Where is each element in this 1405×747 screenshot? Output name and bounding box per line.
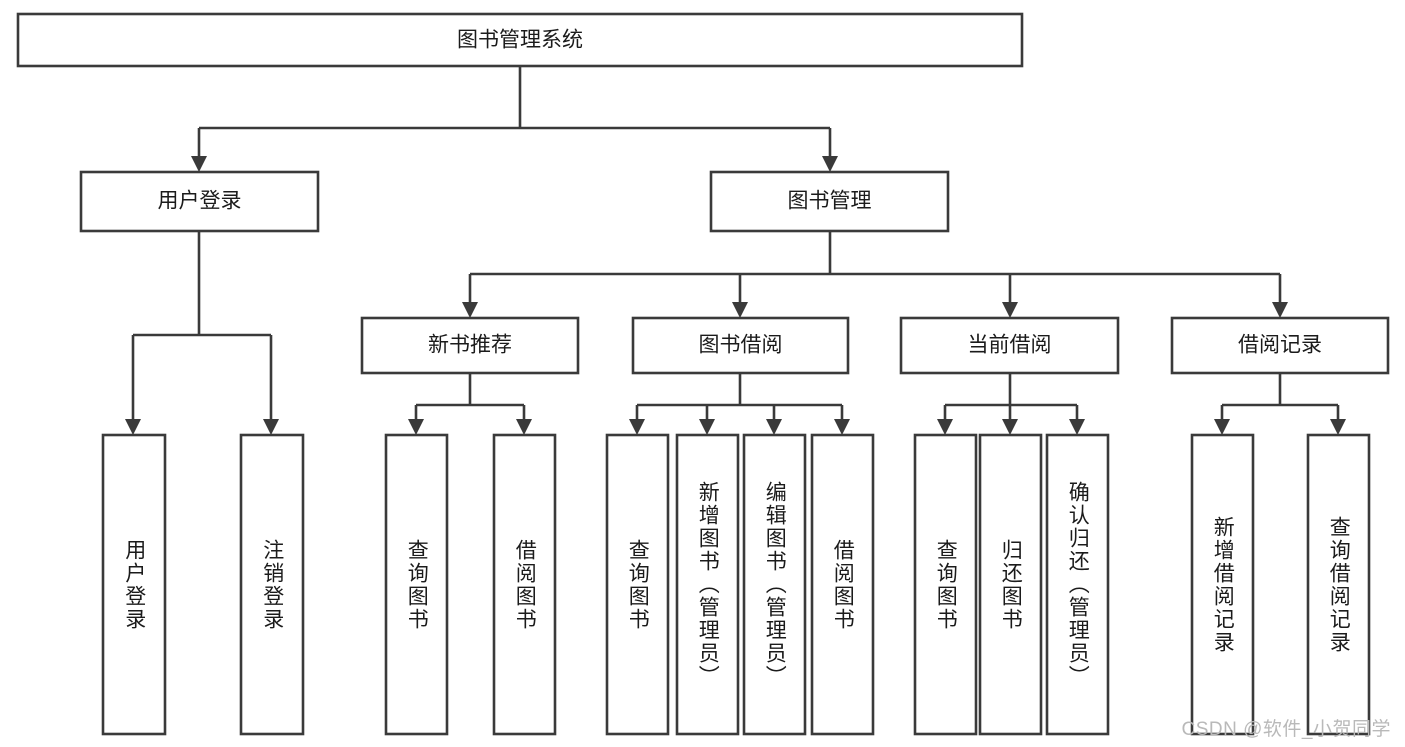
node-current-borrow[interactable]: 当前借阅 bbox=[899, 316, 1120, 375]
leaf-box-br-2[interactable] bbox=[1306, 433, 1371, 736]
leaf-box-bb-1[interactable] bbox=[605, 433, 670, 736]
connector-group-book-borrow bbox=[629, 373, 850, 435]
connector-group-book-manage bbox=[462, 231, 1288, 318]
node-current-borrow-box[interactable] bbox=[899, 316, 1120, 375]
leaf-box-cb-1[interactable] bbox=[913, 433, 978, 736]
node-borrow-record-box[interactable] bbox=[1170, 316, 1390, 375]
leaf-box-nbr-1[interactable] bbox=[384, 433, 449, 736]
node-new-book-recommend-box[interactable] bbox=[360, 316, 580, 375]
arrow-root-to-user-login bbox=[191, 156, 207, 172]
leaf-box-br-1[interactable] bbox=[1190, 433, 1255, 736]
connector-group-user-login bbox=[125, 231, 279, 435]
connector-group-new-book-recommend bbox=[408, 373, 532, 435]
arrow-user-login-leaf-2 bbox=[263, 419, 279, 435]
node-user-login-label: 用户登录 bbox=[158, 190, 242, 213]
arrow-bm-to-book-borrow bbox=[732, 302, 748, 318]
node-user-login-box[interactable] bbox=[79, 170, 320, 233]
leaf-box-cb-3[interactable] bbox=[1045, 433, 1110, 736]
arrow-cb-leaf-1 bbox=[937, 419, 953, 435]
connector-group-current-borrow bbox=[937, 373, 1085, 435]
node-book-borrow-label: 图书借阅 bbox=[699, 334, 783, 357]
connector-group-root bbox=[191, 66, 838, 172]
arrow-bm-to-borrow-record bbox=[1272, 302, 1288, 318]
arrow-cb-leaf-3 bbox=[1069, 419, 1085, 435]
connector-group-borrow-record bbox=[1214, 373, 1346, 435]
node-new-book-recommend-label: 新书推荐 bbox=[428, 334, 512, 357]
arrow-br-leaf-2 bbox=[1330, 419, 1346, 435]
arrow-bb-leaf-1 bbox=[629, 419, 645, 435]
node-book-manage[interactable]: 图书管理 bbox=[709, 170, 950, 233]
node-root[interactable]: 图书管理系统 bbox=[16, 12, 1024, 68]
arrow-root-to-book-manage bbox=[822, 156, 838, 172]
leaf-box-user-login-1[interactable] bbox=[101, 433, 167, 736]
node-borrow-record[interactable]: 借阅记录 bbox=[1170, 316, 1390, 375]
node-root-box[interactable] bbox=[16, 12, 1024, 68]
leaf-box-bb-4[interactable] bbox=[810, 433, 875, 736]
arrow-bb-leaf-3 bbox=[766, 419, 782, 435]
node-borrow-record-label: 借阅记录 bbox=[1238, 334, 1322, 357]
leaf-box-user-login-2[interactable] bbox=[239, 433, 305, 736]
arrow-bm-to-current-borrow bbox=[1002, 302, 1018, 318]
node-book-manage-box[interactable] bbox=[709, 170, 950, 233]
node-book-borrow-box[interactable] bbox=[631, 316, 850, 375]
node-user-login[interactable]: 用户登录 bbox=[79, 170, 320, 233]
csdn-watermark: CSDN @软件_小贺同学 bbox=[1181, 719, 1391, 740]
arrow-nbr-leaf-1 bbox=[408, 419, 424, 435]
arrow-br-leaf-1 bbox=[1214, 419, 1230, 435]
arrow-bm-to-new-book bbox=[462, 302, 478, 318]
leaf-box-bb-3[interactable] bbox=[742, 433, 807, 736]
arrow-user-login-leaf-1 bbox=[125, 419, 141, 435]
node-new-book-recommend[interactable]: 新书推荐 bbox=[360, 316, 580, 375]
leaf-box-bb-2[interactable] bbox=[675, 433, 740, 736]
arrow-bb-leaf-4 bbox=[834, 419, 850, 435]
leaf-box-nbr-2[interactable] bbox=[492, 433, 557, 736]
leaf-box-cb-2[interactable] bbox=[978, 433, 1043, 736]
node-current-borrow-label: 当前借阅 bbox=[968, 334, 1052, 357]
node-book-borrow[interactable]: 图书借阅 bbox=[631, 316, 850, 375]
node-root-label: 图书管理系统 bbox=[457, 29, 583, 52]
arrow-bb-leaf-2 bbox=[699, 419, 715, 435]
arrow-nbr-leaf-2 bbox=[516, 419, 532, 435]
arrow-cb-leaf-2 bbox=[1002, 419, 1018, 435]
node-book-manage-label: 图书管理 bbox=[788, 190, 872, 213]
